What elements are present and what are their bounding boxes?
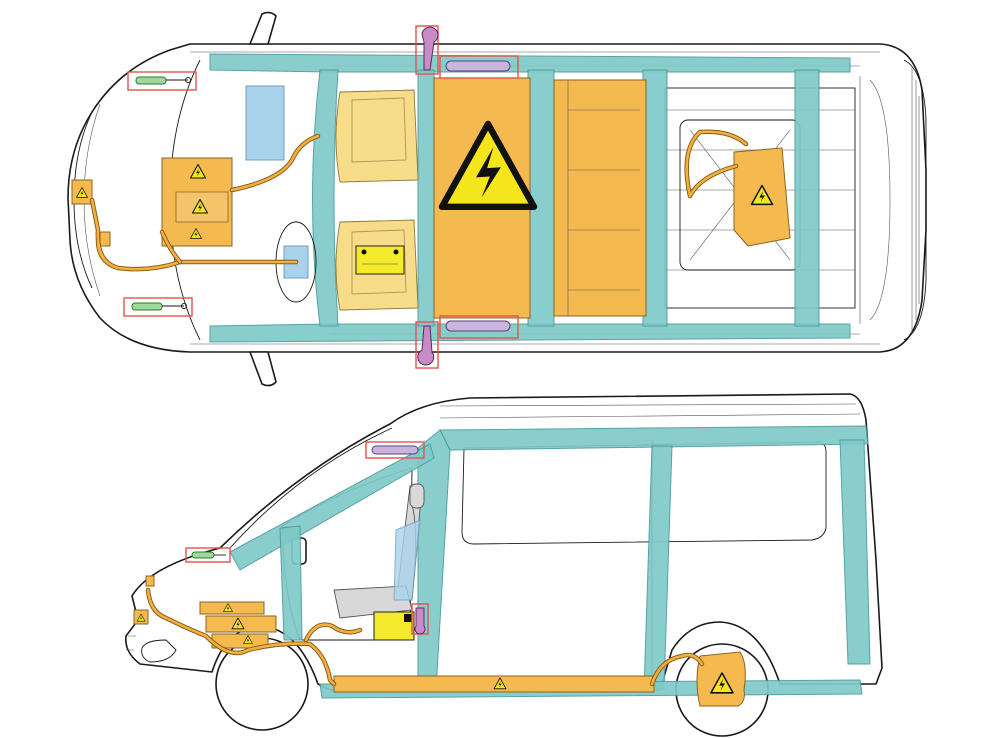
hv-charger-rear-top bbox=[733, 147, 791, 247]
rear-bumper bbox=[903, 59, 927, 341]
airbag-inflator-side bbox=[365, 441, 429, 635]
hv-cable-side bbox=[145, 587, 705, 687]
charging-port-top bbox=[99, 231, 111, 247]
structure-reinforcement-top bbox=[209, 53, 851, 343]
headlight bbox=[141, 639, 177, 663]
hv-front-unit-side bbox=[133, 575, 277, 649]
hood-gas-strut-left bbox=[127, 71, 197, 91]
mirror-right-top bbox=[249, 351, 277, 387]
hood-gas-strut-right bbox=[123, 297, 193, 317]
hv-cable-top bbox=[89, 129, 749, 272]
airbag-inflator-right-top bbox=[415, 315, 519, 369]
top-view bbox=[67, 11, 927, 387]
mirror-left-top bbox=[249, 11, 277, 45]
battery-icon bbox=[355, 245, 405, 275]
side-view bbox=[124, 393, 883, 737]
hv-battery-floor-rear-top bbox=[553, 79, 647, 317]
hood-gas-strut-side bbox=[185, 547, 231, 563]
structure-reinforcement-side bbox=[229, 425, 871, 699]
driver-seat-side bbox=[333, 483, 425, 619]
hv-battery-floor-side bbox=[333, 675, 655, 693]
airbag-inflator-left-top bbox=[415, 25, 519, 79]
hv-charger-rear-side bbox=[696, 651, 746, 707]
control-unit-top bbox=[245, 85, 285, 161]
side-windshield bbox=[229, 427, 393, 549]
hv-front-unit-top bbox=[161, 157, 233, 247]
battery-terminal bbox=[404, 614, 412, 622]
